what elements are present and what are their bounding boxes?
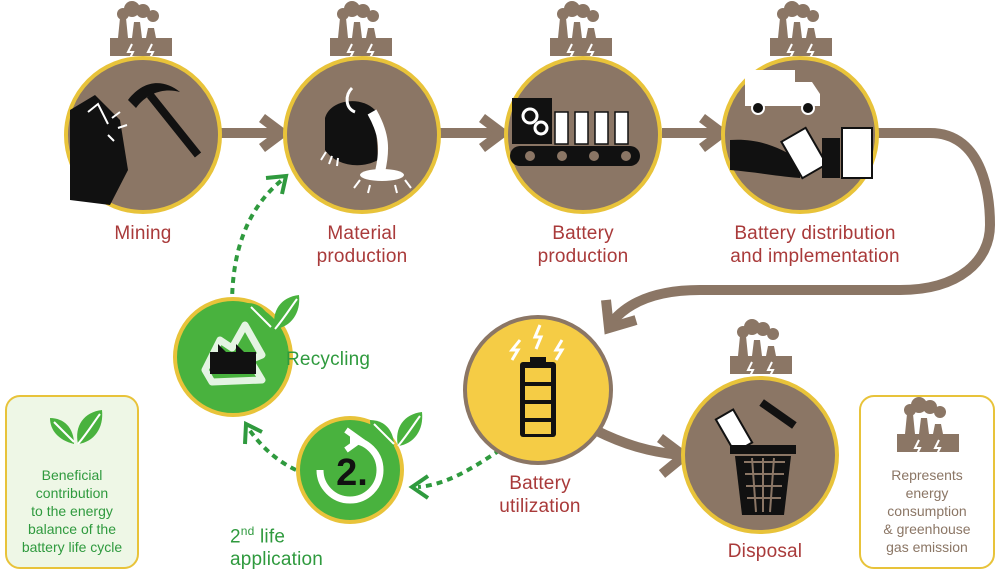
label-battery-distribution: Battery distribution and implementation xyxy=(730,223,900,267)
label-material-production: Material production xyxy=(316,223,408,267)
second-life-circle: 2. xyxy=(296,411,424,524)
legend-beneficial-box xyxy=(5,395,139,569)
factory-icon xyxy=(729,318,793,377)
legend-energy-box xyxy=(859,395,995,569)
battery-charge-icon xyxy=(508,324,565,437)
distribution-circle xyxy=(721,56,879,214)
truck-icon xyxy=(745,70,820,115)
arrow-distribution-to-utilization xyxy=(601,128,996,335)
pickaxe-icon xyxy=(70,83,202,205)
legend-energy-text: Represents energy consumption & greenhou… xyxy=(883,467,971,555)
arrow-material-to-battery xyxy=(440,114,511,152)
factory-icon xyxy=(329,0,393,59)
label-battery-utilization: Battery utilization xyxy=(499,473,581,517)
mining-circle xyxy=(64,56,222,214)
label-disposal: Disposal xyxy=(727,541,803,562)
utilization-circle xyxy=(463,315,613,465)
label-second-life: 2nd life application xyxy=(230,524,324,571)
arrow-utilization-to-second-life xyxy=(408,448,502,500)
second-life-badge: 2. xyxy=(336,452,368,494)
label-mining: Mining xyxy=(114,223,172,244)
label-recycling: Recycling xyxy=(286,349,371,370)
label-battery-production: Battery production xyxy=(537,223,629,267)
battery-production-circle xyxy=(504,56,662,214)
arrow-utilization-to-disposal xyxy=(592,425,693,478)
legend-beneficial-text: Beneficial contribution to the energy ba… xyxy=(21,467,123,555)
ladle-icon xyxy=(320,86,412,194)
factory-icon xyxy=(769,0,833,59)
arrow-battery-to-distribution xyxy=(662,114,731,152)
recycle-icon xyxy=(201,321,266,386)
arrow-second-life-to-recycling xyxy=(243,420,297,472)
factory-icon xyxy=(549,0,613,59)
factory-icon xyxy=(109,0,173,59)
trash-bin-icon xyxy=(714,399,797,515)
arrow-recycling-to-material xyxy=(230,173,289,306)
hand-batteries-icon xyxy=(730,126,873,180)
arrow-mining-to-material xyxy=(220,114,291,152)
conveyor-icon xyxy=(510,98,640,166)
material-production-circle xyxy=(283,56,441,214)
disposal-circle xyxy=(681,376,839,534)
recycling-circle xyxy=(173,294,301,417)
